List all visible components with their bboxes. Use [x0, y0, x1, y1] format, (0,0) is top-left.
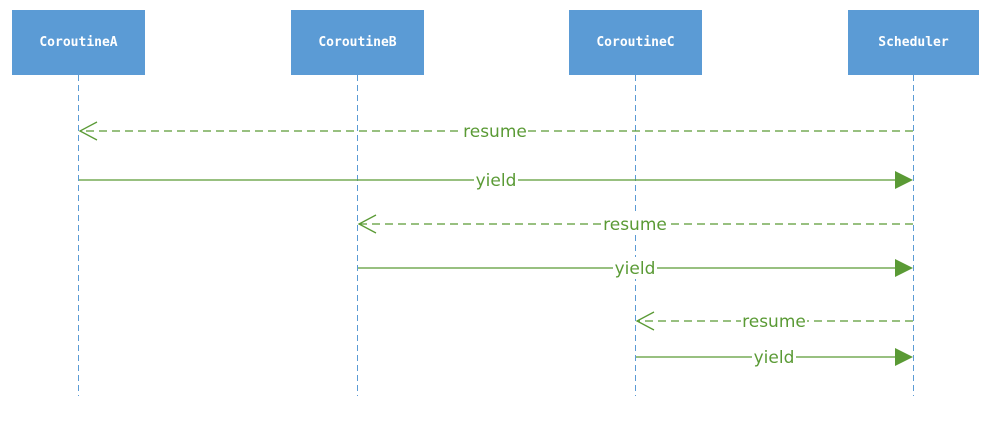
participant-label: CoroutineB: [318, 35, 396, 50]
open-arrowhead-icon: [357, 214, 377, 234]
participant-box: [569, 10, 702, 75]
message-label: resume: [742, 312, 806, 332]
message-label: yield: [615, 259, 656, 279]
message-yield-coroutine-b: yield: [358, 257, 913, 279]
open-arrowhead-icon: [78, 121, 98, 141]
message-yield-coroutine-c: yield: [636, 346, 913, 368]
participant-box: [848, 10, 979, 75]
label-background: [462, 120, 528, 142]
label-background: [613, 257, 657, 279]
message-label: yield: [476, 171, 517, 191]
participant-label: Scheduler: [878, 35, 949, 50]
participant-coroutine-a: CoroutineA: [12, 10, 145, 396]
message-resume-coroutine-c: resume: [635, 310, 913, 332]
participant-label: CoroutineC: [596, 35, 674, 50]
message-yield-coroutine-a: yield: [79, 169, 913, 191]
open-arrowhead-icon: [635, 311, 655, 331]
message-label: resume: [603, 215, 667, 235]
message-label: resume: [463, 122, 527, 142]
label-background: [474, 169, 518, 191]
participant-scheduler: Scheduler: [848, 10, 979, 396]
participant-box: [12, 10, 145, 75]
participant-coroutine-b: CoroutineB: [291, 10, 424, 396]
message-resume-coroutine-a: resume: [78, 120, 913, 142]
message-resume-coroutine-b: resume: [357, 213, 913, 235]
message-label: yield: [754, 348, 795, 368]
label-background: [602, 213, 668, 235]
filled-arrowhead-icon: [895, 259, 913, 277]
filled-arrowhead-icon: [895, 348, 913, 366]
participant-box: [291, 10, 424, 75]
label-background: [741, 310, 807, 332]
participant-label: CoroutineA: [39, 35, 117, 50]
label-background: [752, 346, 796, 368]
participant-coroutine-c: CoroutineC: [569, 10, 702, 396]
filled-arrowhead-icon: [895, 171, 913, 189]
